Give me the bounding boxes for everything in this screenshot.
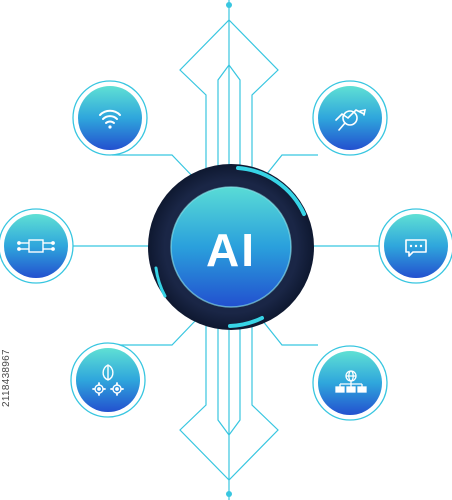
globe-network-icon [335, 370, 367, 393]
leaf-gears-icon [92, 364, 124, 396]
hub-ring-arc-left [154, 266, 167, 298]
bottom-dot [226, 491, 232, 497]
ai-hub [148, 164, 314, 330]
chat-bubble-icon [405, 239, 427, 257]
node-analytics-fill [318, 86, 382, 150]
hub-ring-arc-top [236, 166, 306, 216]
node-chip-fill [4, 214, 68, 278]
node-analytics [312, 80, 388, 156]
hub-core-rim [170, 186, 292, 308]
magnifier-chart-icon [335, 108, 367, 131]
node-chat [378, 208, 452, 284]
bottom-arrow-outline [179, 322, 279, 481]
top-arrow-outline [179, 19, 279, 180]
top-dot [226, 2, 232, 8]
node-network [312, 345, 388, 421]
hub-ring-arc-bottom [228, 316, 264, 328]
connector-analytics [261, 154, 318, 181]
connector-network [261, 319, 318, 346]
node-network-fill [318, 351, 382, 415]
wifi-icon [99, 109, 121, 129]
node-wifi-fill [78, 86, 142, 150]
stock-image-id: 2118438967 [1, 349, 12, 407]
bottom-inner-lines [217, 322, 241, 436]
ai-hub-label: AI [206, 224, 256, 276]
node-gears [70, 342, 146, 418]
node-wifi [72, 80, 148, 156]
connector-gears [110, 319, 197, 346]
hub-core [171, 187, 291, 307]
chip-circuit-icon [17, 239, 55, 253]
connector-wifi [112, 154, 197, 181]
node-chip [0, 208, 74, 284]
top-inner-lines [217, 64, 241, 180]
